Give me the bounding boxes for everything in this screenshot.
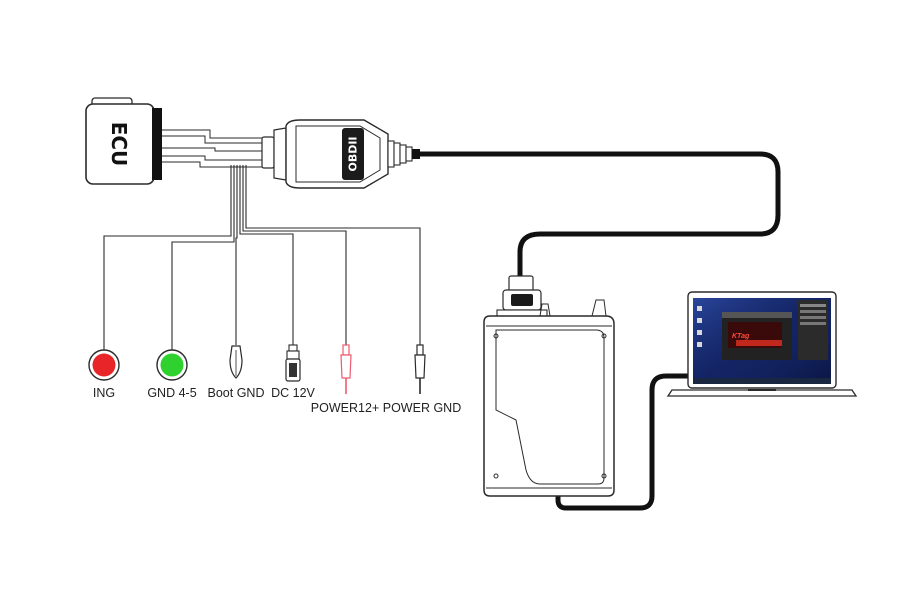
boot-gnd-label: Boot GND [208,386,265,400]
power-gnd-label: POWER GND [383,401,461,415]
ecu-harness [162,129,268,168]
power-gnd-connector: POWER GND [383,344,461,415]
lead-wires [103,165,421,352]
ing-lamp [92,353,116,377]
laptop: KTag [666,291,858,397]
dc12v-connector: DC 12V [271,344,316,400]
gnd45-connector: GND 4-5 [147,349,197,400]
ecu-label: ECU [107,122,131,167]
gnd45-lamp [160,353,184,377]
ing-label: ING [93,386,115,400]
interface-box [483,275,615,497]
ecu-module: ECU [85,97,162,185]
power12-connector: POWER12+ [311,344,379,415]
boot-gnd-connector: Boot GND [208,345,265,400]
obd-connector: OBDII [261,119,420,189]
ing-connector: ING [88,349,120,400]
interface-to-laptop-cable [555,373,693,511]
power12-label: POWER12+ [311,401,379,415]
gnd45-label: GND 4-5 [147,386,196,400]
obd-label: OBDII [347,136,360,171]
obd-to-interface-cable [417,151,781,281]
dc12v-label: DC 12V [271,386,315,400]
laptop-app-logo: KTag [732,333,750,340]
